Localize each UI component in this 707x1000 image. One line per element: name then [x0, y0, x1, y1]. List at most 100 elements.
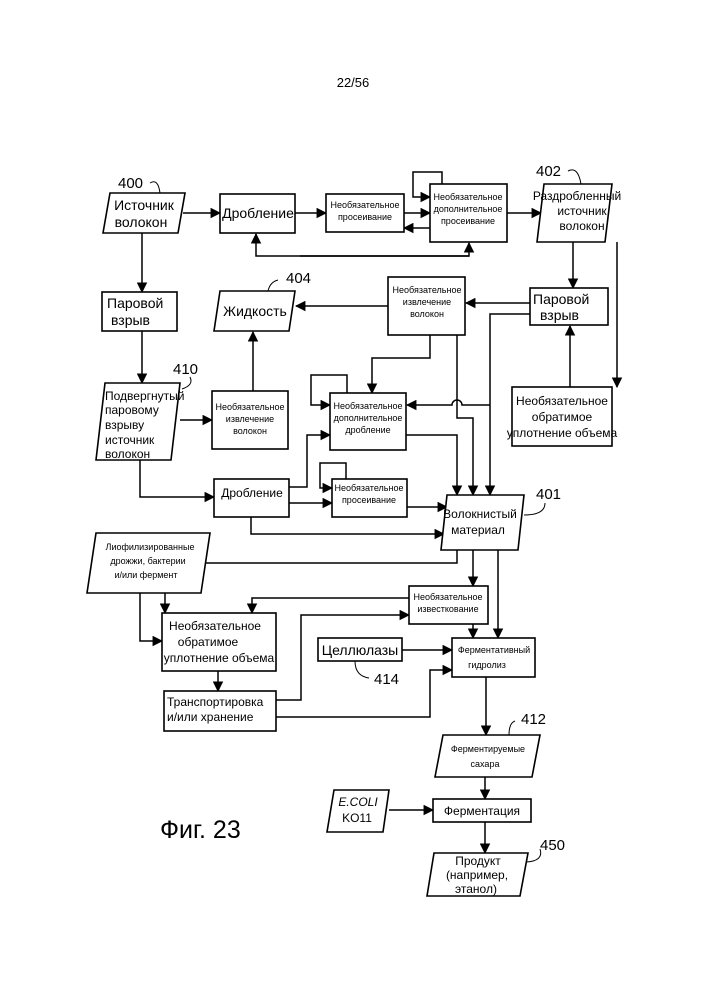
node-extraction-mid: Необязательное извлечение волокон	[212, 391, 288, 449]
node-text: просеивание	[342, 495, 396, 505]
ref-402: 402	[536, 163, 561, 180]
node-text: материал	[451, 523, 505, 537]
node-text: Необязательное	[335, 483, 404, 493]
arrow-steam-line-to-extra-crushing	[407, 400, 490, 405]
leader-410	[182, 377, 191, 389]
node-text: взрыв	[111, 312, 150, 328]
node-text: сахара	[471, 759, 500, 769]
node-liming: Необязательное известкование	[409, 586, 488, 624]
node-lyophilized: Лиофилизированные дрожжи, бактерии и/или…	[87, 533, 210, 593]
node-text: Волокнистый	[443, 507, 517, 521]
arrow-bottom-loop-to-extra-sieving	[300, 243, 469, 256]
node-text: этанол)	[455, 882, 497, 896]
ref-414: 414	[374, 671, 399, 688]
page-number: 22/56	[337, 75, 370, 90]
node-text: Дробление	[222, 205, 294, 221]
ref-404: 404	[286, 270, 311, 287]
node-fermentable-sugars: Ферментируемые сахара	[435, 735, 540, 777]
node-text: дробление	[345, 425, 390, 435]
arrow-crushing-to-extra-crushing	[289, 435, 330, 487]
leader-400	[150, 182, 160, 193]
node-text: обратимое	[178, 635, 239, 649]
node-cellulases: Целлюлазы	[318, 638, 402, 661]
ref-450: 450	[540, 837, 565, 854]
node-fiber-source: Источник волокон	[103, 193, 185, 233]
node-extra-crushing: Необязательное дополнительное дробление	[330, 393, 406, 450]
arrow-liming-to-densification	[252, 598, 409, 613]
leader-401	[524, 503, 545, 515]
node-crushed-source: Раздробленный источник волокон	[533, 184, 621, 242]
ref-401: 401	[536, 486, 561, 503]
node-steam-explosion-right: Паровой взрыв	[530, 288, 608, 325]
node-text: Необязательное	[393, 285, 462, 295]
node-text: волокон	[105, 447, 150, 461]
node-text: E.COLI	[338, 795, 378, 809]
node-text: Ферментация	[444, 804, 520, 818]
node-text: уплотнение объема	[164, 651, 275, 665]
node-text: Необязательное	[169, 619, 261, 633]
node-steam-explosion-left: Паровой взрыв	[102, 292, 177, 331]
node-text: и/или хранение	[167, 710, 254, 724]
node-liquid: Жидкость	[214, 291, 295, 331]
node-densification-right: Необязательное обратимое уплотнение объе…	[507, 387, 618, 446]
leader-402	[568, 170, 581, 184]
node-text: взрыв	[540, 307, 579, 323]
arrow-lyophilized-to-densification	[140, 593, 162, 641]
figure-label: Фиг. 23	[160, 816, 241, 844]
ref-400: 400	[118, 175, 143, 192]
arrow-extraction-to-fibrous	[457, 335, 473, 495]
node-text: источник	[557, 204, 607, 218]
node-text: дополнительное	[434, 204, 503, 214]
node-text: Ферментативный	[458, 645, 530, 655]
node-text: волокон	[410, 309, 444, 319]
node-text: Паровой	[533, 291, 589, 307]
node-text: KO11	[342, 811, 372, 825]
node-text: Необязательное	[414, 592, 483, 602]
node-sieving-top: Необязательное просеивание	[326, 194, 404, 232]
node-text: извлечение	[226, 414, 274, 424]
node-text: Необязательное	[434, 192, 503, 202]
node-text: Необязательное	[334, 401, 403, 411]
leader-414	[355, 661, 369, 678]
node-text: Необязательное	[216, 402, 285, 412]
node-text: взрыву	[105, 418, 144, 432]
node-product: Продукт (например, этанол)	[427, 853, 528, 896]
node-text: Транспортировка	[167, 695, 264, 709]
node-text: Дробление	[221, 486, 283, 500]
node-steamed-source: Подвергнутый паровому взрыву источник во…	[96, 383, 184, 461]
ref-410: 410	[173, 361, 198, 378]
node-text: известкование	[417, 604, 478, 614]
node-text: Источник	[114, 197, 175, 213]
node-ecoli: E.COLI KO11	[327, 790, 389, 832]
node-text: дрожжи, бактерии	[110, 556, 185, 566]
node-fibrous-material: Волокнистый материал	[441, 495, 524, 550]
node-text: Необязательное	[331, 200, 400, 210]
node-enzymatic-hydrolysis: Ферментативный гидролиз	[452, 638, 535, 677]
arrow-extraction-to-extra-crushing	[372, 335, 430, 393]
node-text: дополнительное	[334, 413, 403, 423]
leader-404	[268, 280, 278, 291]
ref-412: 412	[521, 711, 546, 728]
arrow-extra-crushing-to-fibrous	[406, 435, 457, 495]
node-text: (например,	[446, 868, 508, 882]
node-text: и/или фермент	[114, 570, 177, 580]
node-text: гидролиз	[468, 660, 506, 670]
node-text: просеивание	[338, 212, 392, 222]
node-text: волокон	[233, 426, 267, 436]
node-text: уплотнение объема	[507, 426, 618, 440]
arrow-steamed-to-crushing	[140, 460, 214, 497]
node-text: обратимое	[532, 410, 593, 424]
node-text: Лиофилизированные	[106, 542, 195, 552]
node-text: Необязательное	[516, 394, 608, 408]
node-crushing-top: Дробление	[220, 194, 295, 233]
node-text: Целлюлазы	[322, 642, 399, 658]
node-fermentation: Ферментация	[433, 799, 531, 822]
node-sieving-mid: Необязательное просеивание	[332, 479, 407, 517]
node-text: Раздробленный	[533, 189, 621, 203]
node-extra-sieving: Необязательное дополнительное просеивани…	[430, 184, 507, 242]
node-text: Ферментируемые	[451, 744, 525, 754]
node-crushing-mid: Дробление	[214, 479, 289, 517]
node-text: извлечение	[403, 297, 451, 307]
